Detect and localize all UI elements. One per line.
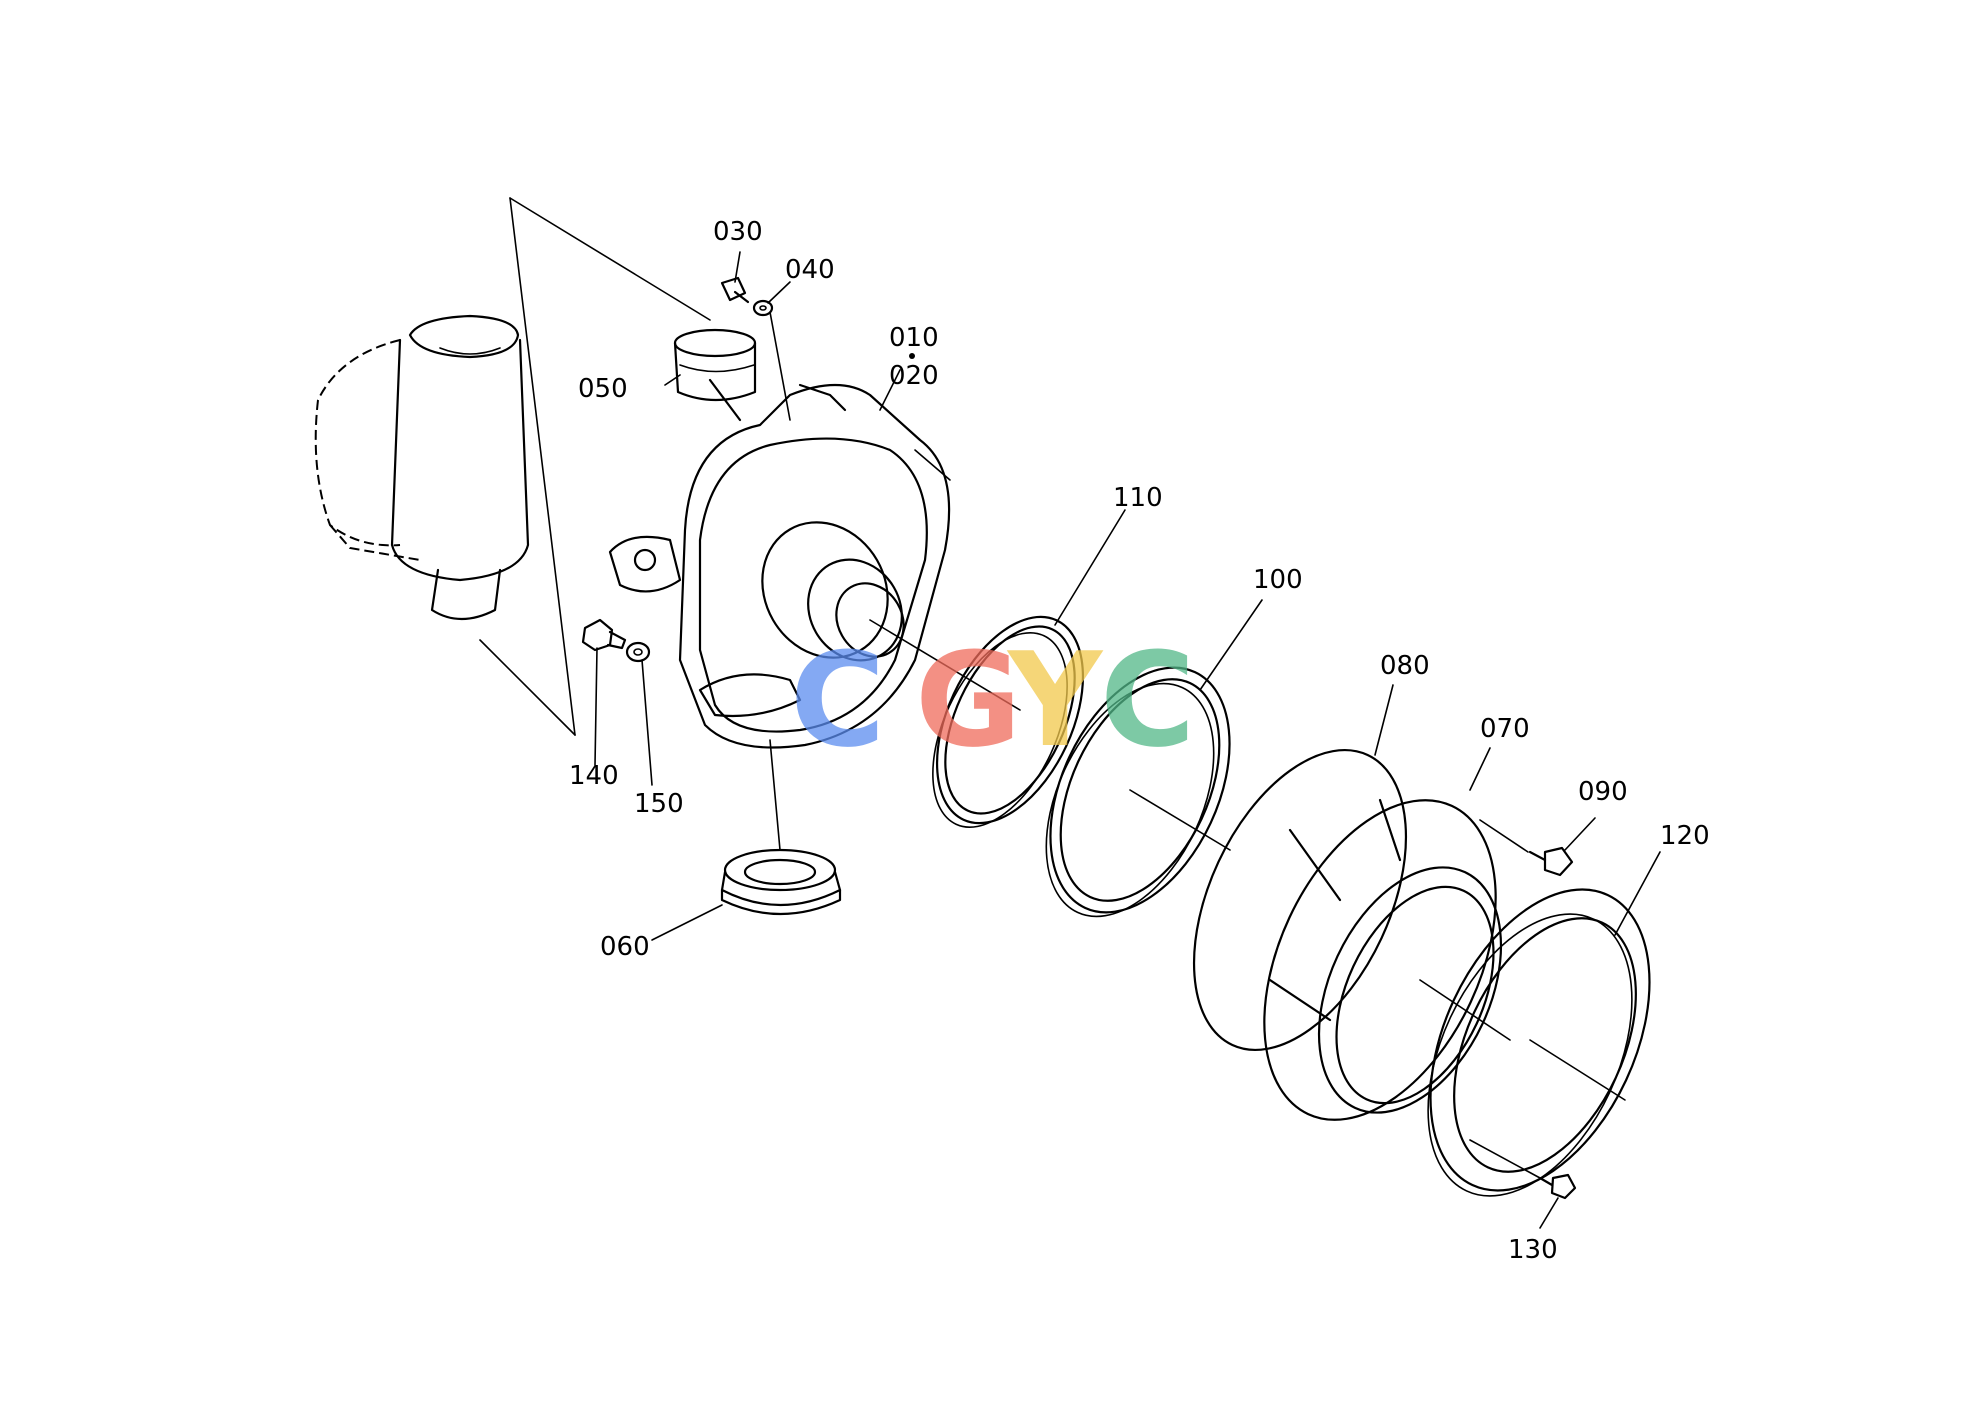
label-130: 130 — [1508, 1235, 1558, 1265]
main-housing — [608, 378, 1021, 749]
washer-150 — [625, 641, 651, 663]
ring-110 — [932, 615, 1085, 828]
reference-lines — [479, 197, 711, 736]
oring-080 — [1192, 748, 1408, 1052]
ring-100 — [1045, 666, 1231, 918]
label-120: 120 — [1660, 821, 1710, 851]
bolt-090 — [1479, 819, 1574, 877]
watermark-letter-2: G — [915, 624, 1022, 776]
washer-040 — [752, 299, 791, 421]
label-150: 150 — [634, 789, 684, 819]
label-080: 080 — [1380, 651, 1430, 681]
label-050: 050 — [578, 374, 628, 404]
label-110: 110 — [1113, 483, 1163, 513]
cover-070 — [1263, 798, 1511, 1121]
watermark-letter-1: C — [790, 624, 885, 776]
label-020: 020 — [889, 361, 939, 391]
label-100: 100 — [1253, 565, 1303, 595]
plug-140 — [581, 618, 627, 652]
part-labels: 030 040 010 020 050 110 100 080 070 090 … — [569, 217, 1710, 1265]
reference-axle-housing — [314, 314, 530, 620]
bolt-130 — [1469, 1139, 1577, 1200]
bolt-030 — [720, 276, 750, 304]
label-separator-dot — [909, 353, 915, 359]
label-140: 140 — [569, 761, 619, 791]
leader-lines — [594, 251, 1661, 1229]
label-010: 010 — [889, 323, 939, 353]
label-030: 030 — [713, 217, 763, 247]
label-070: 070 — [1480, 714, 1530, 744]
label-060: 060 — [600, 932, 650, 962]
label-040: 040 — [785, 255, 835, 285]
label-090: 090 — [1578, 777, 1628, 807]
watermark-letter-4: C — [1100, 624, 1195, 776]
bushing-050 — [673, 328, 757, 402]
watermark: C G Y C — [790, 624, 1195, 776]
seal-060 — [720, 739, 842, 916]
plate-120 — [1427, 888, 1651, 1197]
watermark-letter-3: Y — [1006, 624, 1104, 776]
